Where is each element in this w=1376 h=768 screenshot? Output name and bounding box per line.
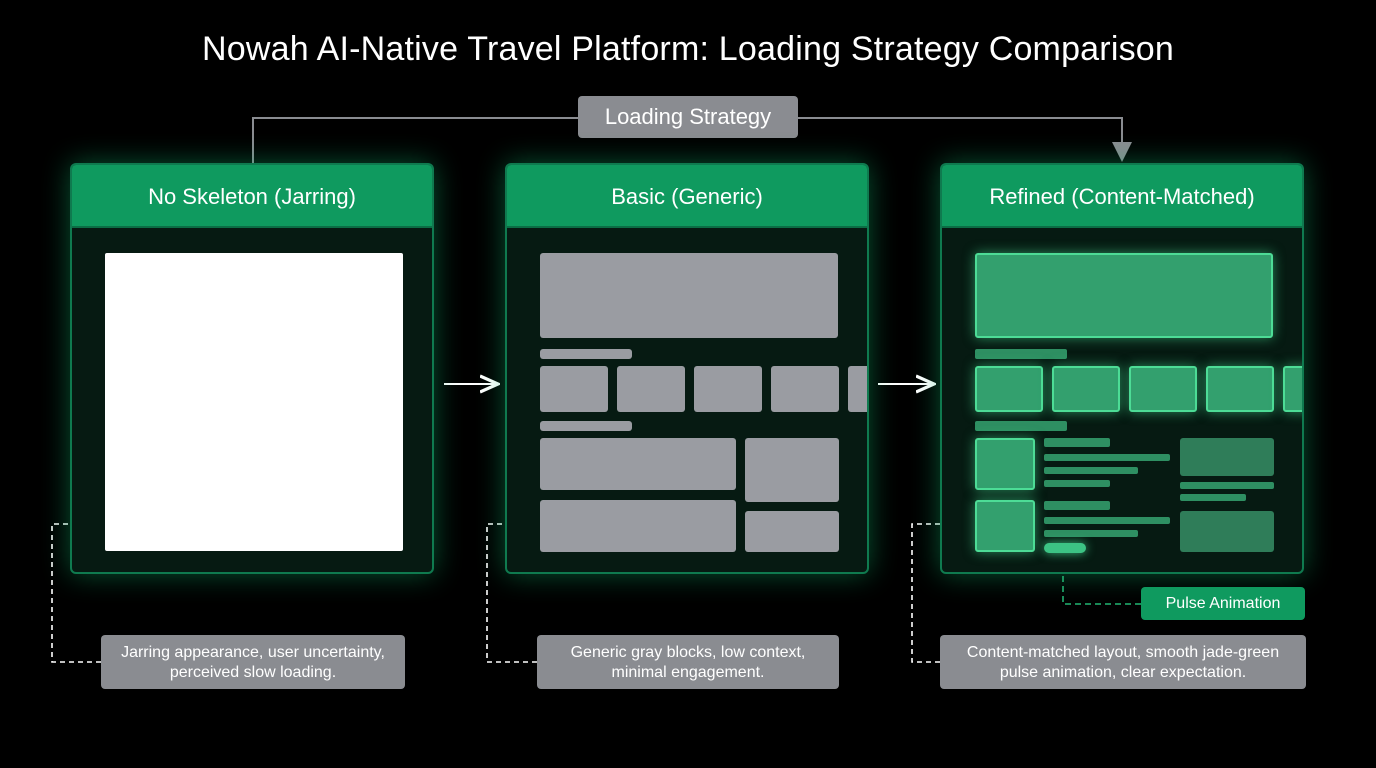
blank-white-content xyxy=(105,253,403,551)
skeleton-text-line xyxy=(1044,501,1110,510)
skeleton-text-line xyxy=(1180,482,1274,489)
panel-no-skeleton: No Skeleton (Jarring) xyxy=(70,163,434,574)
skeleton-text-line xyxy=(1044,530,1138,537)
note-refined: Content-matched layout, smooth jade-gree… xyxy=(940,635,1306,689)
skeleton-list-block xyxy=(540,438,736,490)
skeleton-text-line xyxy=(1044,454,1170,461)
skeleton-heading-line xyxy=(975,421,1067,431)
pulse-highlight-bar xyxy=(1044,543,1086,553)
skeleton-text-line xyxy=(1044,467,1138,474)
skeleton-text-line xyxy=(1044,438,1110,447)
skeleton-hero-block xyxy=(975,253,1273,338)
panel-basic: Basic (Generic) xyxy=(505,163,869,574)
skeleton-side-block xyxy=(745,511,839,552)
skeleton-card xyxy=(694,366,762,412)
panel-header-no-skeleton: No Skeleton (Jarring) xyxy=(72,165,432,228)
skeleton-hero-block xyxy=(540,253,838,338)
skeleton-card xyxy=(771,366,839,412)
skeleton-text-line xyxy=(1044,480,1110,487)
skeleton-side-block xyxy=(1180,438,1274,476)
skeleton-card xyxy=(975,366,1043,412)
skeleton-side-block xyxy=(745,438,839,502)
skeleton-heading-line xyxy=(975,349,1067,359)
panel-header-basic: Basic (Generic) xyxy=(507,165,867,228)
skeleton-heading-line xyxy=(540,421,632,431)
skeleton-thumbnail xyxy=(975,438,1035,490)
panel-header-refined: Refined (Content-Matched) xyxy=(942,165,1302,228)
note-basic: Generic gray blocks, low context, minima… xyxy=(537,635,839,689)
panel-refined: Refined (Content-Matched) xyxy=(940,163,1304,574)
skeleton-text-line xyxy=(1044,517,1170,524)
skeleton-card xyxy=(1283,366,1302,412)
skeleton-thumbnail xyxy=(975,500,1035,552)
skeleton-card xyxy=(1052,366,1120,412)
skeleton-side-block xyxy=(1180,511,1274,552)
skeleton-heading-line xyxy=(540,349,632,359)
skeleton-card xyxy=(1206,366,1274,412)
skeleton-card xyxy=(617,366,685,412)
skeleton-card xyxy=(1129,366,1197,412)
skeleton-card xyxy=(540,366,608,412)
loading-strategy-label: Loading Strategy xyxy=(578,96,798,138)
skeleton-list-block xyxy=(540,500,736,552)
note-no-skeleton: Jarring appearance, user uncertainty, pe… xyxy=(101,635,405,689)
strategy-bracket-right xyxy=(798,117,1132,162)
skeleton-card xyxy=(848,366,867,412)
skeleton-text-line xyxy=(1180,494,1246,501)
diagram-title: Nowah AI-Native Travel Platform: Loading… xyxy=(201,30,1174,68)
strategy-bracket-left xyxy=(252,117,578,163)
pulse-animation-label: Pulse Animation xyxy=(1141,587,1305,620)
